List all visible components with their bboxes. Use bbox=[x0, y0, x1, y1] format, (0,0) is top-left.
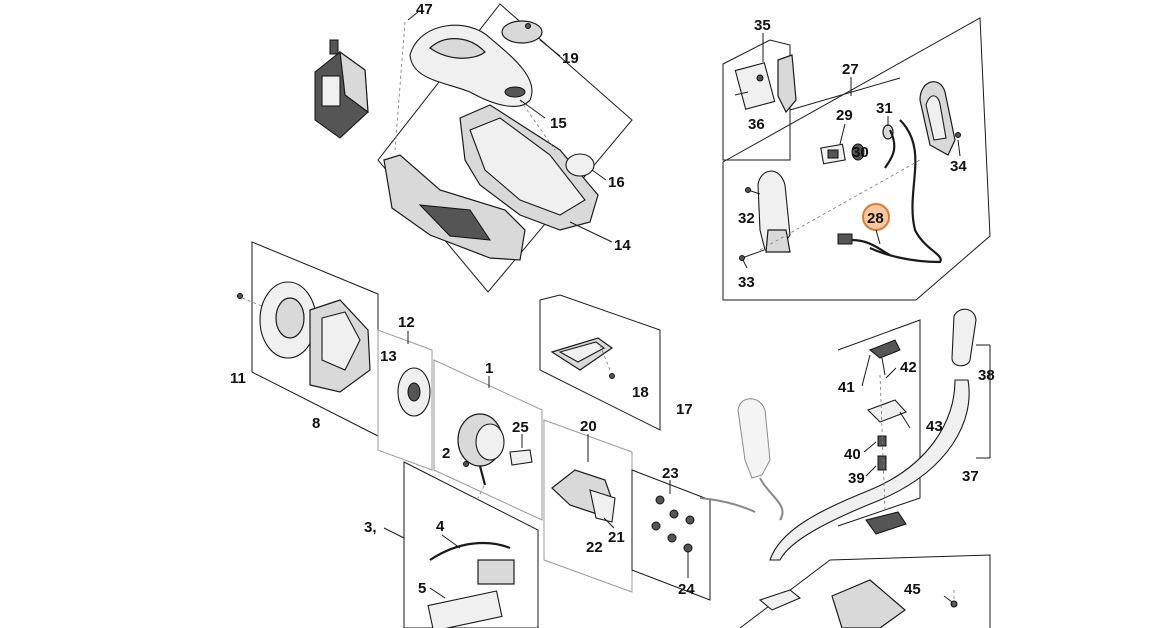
fan-cover-8-illustration bbox=[259, 281, 371, 393]
label-38[interactable]: 38 bbox=[978, 367, 995, 384]
frame-filter-cover bbox=[539, 294, 661, 431]
bushing-30-illustration bbox=[851, 143, 865, 161]
label-41[interactable]: 41 bbox=[838, 379, 855, 396]
label-12[interactable]: 12 bbox=[398, 314, 415, 331]
fan-wheel-13-illustration bbox=[397, 367, 431, 417]
screw-34-illustration bbox=[955, 132, 961, 138]
label-13[interactable]: 13 bbox=[380, 348, 397, 365]
grip-38-illustration bbox=[951, 308, 977, 367]
label-5[interactable]: 5 bbox=[418, 580, 426, 597]
gearbox-20-illustration bbox=[551, 469, 616, 523]
label-39[interactable]: 39 bbox=[848, 470, 865, 487]
label-8[interactable]: 8 bbox=[312, 415, 320, 432]
upper-housing-shell-illustration bbox=[409, 24, 533, 107]
label-32[interactable]: 32 bbox=[738, 210, 755, 227]
battery-pack-illustration bbox=[314, 39, 369, 139]
label-4[interactable]: 4 bbox=[436, 518, 445, 535]
label-16[interactable]: 16 bbox=[608, 174, 625, 191]
main-housing-illustration bbox=[383, 104, 599, 261]
label-33[interactable]: 33 bbox=[738, 274, 755, 291]
knob-41-illustration bbox=[869, 339, 901, 376]
loop-handle-43-illustration bbox=[769, 379, 970, 561]
label-1[interactable]: 1 bbox=[485, 360, 493, 377]
frame-motor bbox=[433, 359, 543, 521]
wiring-harness-28-illustration bbox=[837, 119, 942, 264]
label-20[interactable]: 20 bbox=[580, 418, 597, 435]
gasket-16-illustration bbox=[565, 153, 595, 177]
label-21[interactable]: 21 bbox=[608, 529, 625, 546]
label-3[interactable]: 3, bbox=[364, 519, 377, 536]
part-labels: 47 19 15 16 14 35 27 36 29 31 30 34 32 2… bbox=[230, 1, 995, 598]
screw-11-illustration bbox=[237, 293, 263, 307]
label-19[interactable]: 19 bbox=[562, 50, 579, 67]
label-25[interactable]: 25 bbox=[512, 419, 529, 436]
shaft-25-illustration bbox=[509, 449, 533, 466]
label-42[interactable]: 42 bbox=[900, 359, 917, 376]
label-40[interactable]: 40 bbox=[844, 446, 861, 463]
frame-loop-handle bbox=[837, 319, 921, 527]
fastener-set-23-illustration bbox=[651, 495, 695, 553]
motor-1-illustration bbox=[457, 413, 505, 486]
label-27[interactable]: 27 bbox=[842, 61, 859, 78]
label-28[interactable]: 28 bbox=[867, 210, 884, 227]
label-31[interactable]: 31 bbox=[876, 100, 893, 117]
frame-fan-wheel bbox=[377, 329, 433, 471]
handle-half-shell-illustration bbox=[919, 81, 956, 156]
assembly-guide-lines bbox=[394, 21, 955, 606]
screw-33-illustration bbox=[739, 249, 765, 261]
label-22[interactable]: 22 bbox=[586, 539, 603, 556]
label-37[interactable]: 37 bbox=[962, 468, 979, 485]
label-18[interactable]: 18 bbox=[632, 384, 649, 401]
label-35[interactable]: 35 bbox=[754, 17, 771, 34]
bottom-assembly-illustration bbox=[758, 579, 958, 628]
switch-29-illustration bbox=[820, 143, 846, 165]
label-24[interactable]: 24 bbox=[678, 581, 695, 598]
label-14[interactable]: 14 bbox=[614, 237, 631, 254]
label-45[interactable]: 45 bbox=[904, 581, 921, 598]
spring-39-40-illustration bbox=[877, 435, 887, 471]
rear-grip-illustration bbox=[757, 170, 791, 253]
frame-gearbox bbox=[543, 419, 633, 593]
cover-plate-19-illustration bbox=[501, 20, 543, 44]
label-17[interactable]: 17 bbox=[676, 401, 693, 418]
electronics-4-illustration bbox=[427, 541, 515, 628]
screw-32-illustration bbox=[745, 187, 761, 195]
frame-electronics bbox=[403, 461, 539, 628]
trigger-kit-35-illustration bbox=[734, 54, 797, 114]
label-36[interactable]: 36 bbox=[748, 116, 765, 133]
label-11[interactable]: 11 bbox=[230, 370, 246, 387]
label-34[interactable]: 34 bbox=[950, 158, 967, 175]
screw-2-illustration bbox=[463, 461, 469, 467]
clamp-43-illustration bbox=[867, 399, 907, 423]
label-30[interactable]: 30 bbox=[852, 144, 869, 161]
filter-cover-17-illustration bbox=[550, 337, 614, 371]
clamp-base-illustration bbox=[865, 511, 907, 535]
label-2[interactable]: 2 bbox=[442, 445, 450, 462]
label-43[interactable]: 43 bbox=[926, 418, 943, 435]
screw-18-illustration bbox=[609, 373, 615, 379]
label-29[interactable]: 29 bbox=[836, 107, 853, 124]
frame-fasteners bbox=[631, 469, 711, 601]
rear-handle-ghost-illustration bbox=[699, 398, 784, 521]
label-47[interactable]: 47 bbox=[416, 1, 433, 18]
leader-lines bbox=[383, 11, 991, 603]
label-23[interactable]: 23 bbox=[662, 465, 679, 482]
label-15[interactable]: 15 bbox=[550, 115, 567, 132]
